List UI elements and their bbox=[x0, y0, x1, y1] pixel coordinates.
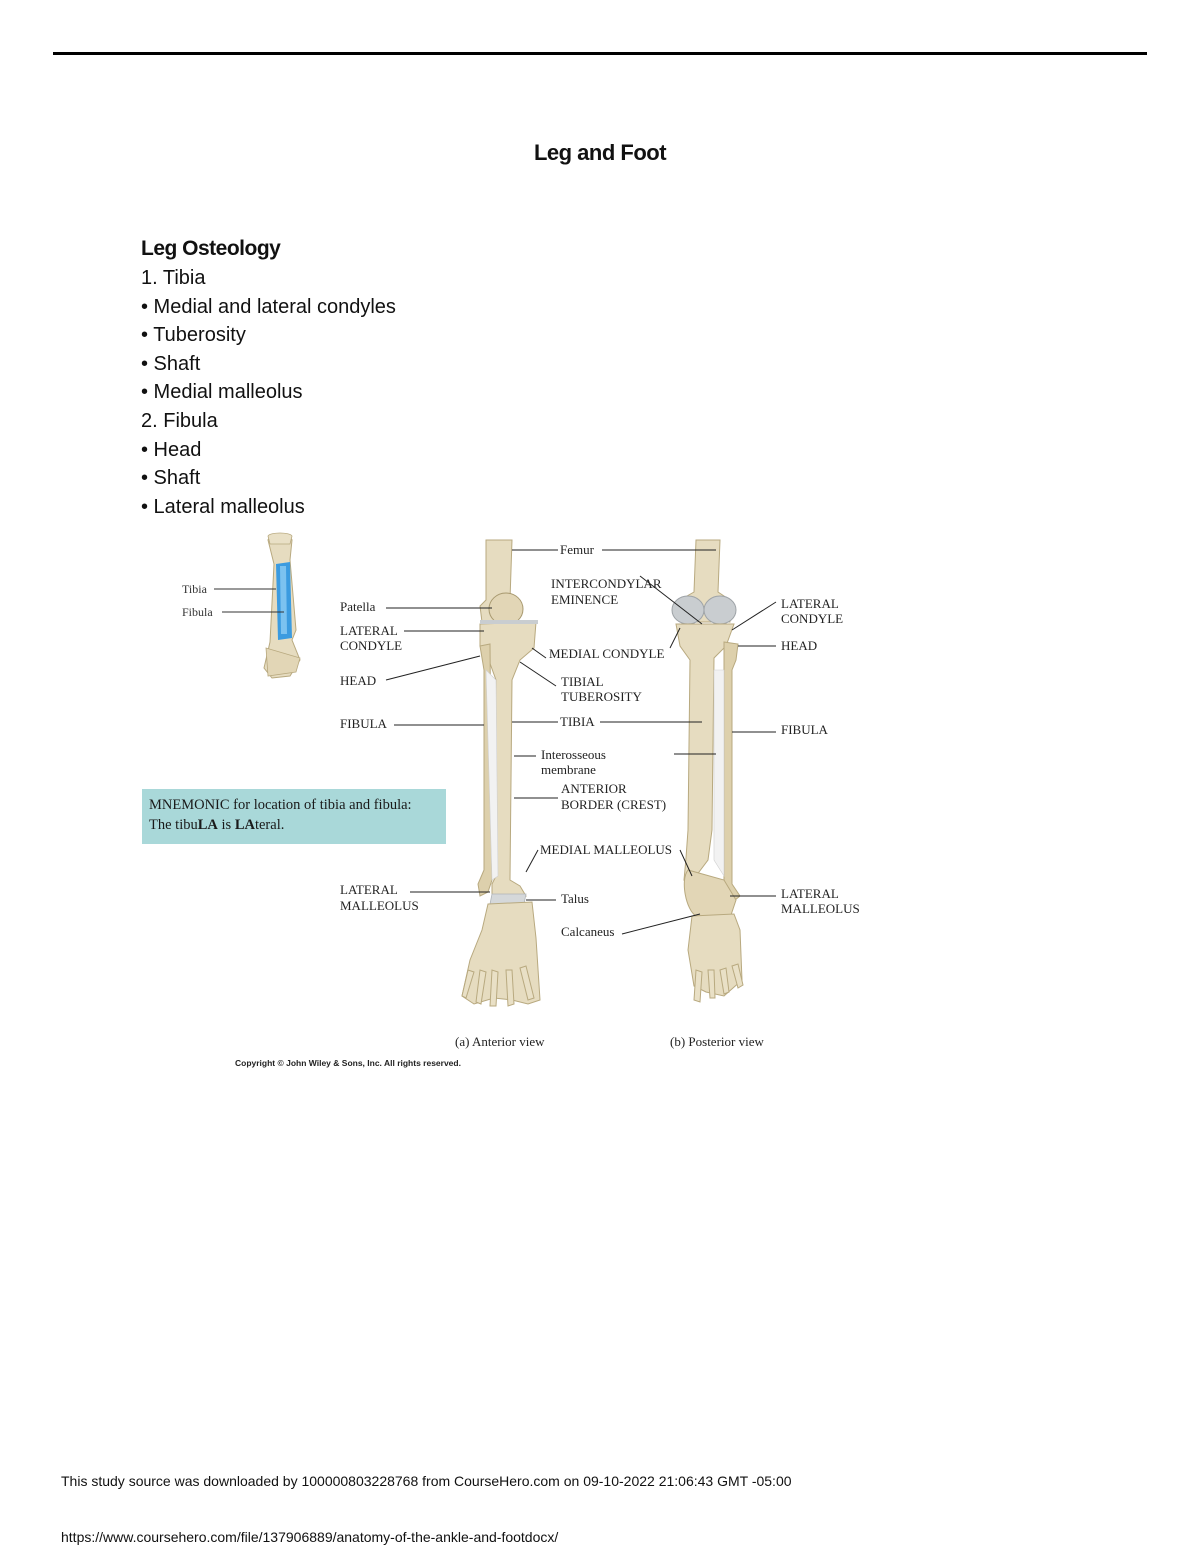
tibia-label: TIBIA bbox=[560, 714, 595, 729]
tibial-tuberosity-label: TUBEROSITY bbox=[561, 689, 643, 704]
mnemonic-text: The tibu bbox=[149, 817, 198, 833]
mnemonic-box: MNEMONIC for location of tibia and fibul… bbox=[142, 789, 446, 844]
leg-bones-figure: Tibia Fibula bbox=[140, 530, 880, 1080]
femur-label: Femur bbox=[560, 542, 595, 557]
download-source-line: This study source was downloaded by 1000… bbox=[61, 1473, 792, 1489]
copyright-notice: Copyright © John Wiley & Sons, Inc. All … bbox=[235, 1058, 461, 1068]
mnemonic-emphasis: LA bbox=[234, 817, 255, 833]
lateral-condyle-label: LATERAL bbox=[340, 623, 398, 638]
source-url[interactable]: https://www.coursehero.com/file/13790688… bbox=[61, 1529, 559, 1545]
tibial-tuberosity-label: TIBIAL bbox=[561, 674, 604, 689]
top-rule bbox=[53, 52, 1147, 55]
mnemonic-line-2: The tibuLA is LAteral. bbox=[149, 815, 439, 835]
lateral-malleolus-label: LATERAL bbox=[340, 882, 398, 897]
list-item: • Tuberosity bbox=[141, 324, 246, 347]
intercondylar-eminence-label: EMINENCE bbox=[551, 592, 618, 607]
interosseous-membrane-label: membrane bbox=[541, 762, 596, 777]
posterior-lateral-malleolus-label: LATERAL bbox=[781, 886, 839, 901]
list-item: • Shaft bbox=[141, 467, 201, 490]
mnemonic-emphasis: LA bbox=[197, 817, 218, 833]
lateral-malleolus-label: MALLEOLUS bbox=[340, 898, 419, 913]
posterior-view-caption: (b) Posterior view bbox=[670, 1034, 764, 1049]
medial-condyle-label: MEDIAL CONDYLE bbox=[549, 646, 664, 661]
list-item: 1. Tibia bbox=[141, 267, 206, 289]
leader-lines bbox=[385, 549, 777, 935]
inset-fibula-label: Fibula bbox=[182, 605, 213, 619]
posterior-lateral-malleolus-label: MALLEOLUS bbox=[781, 901, 860, 916]
posterior-lateral-condyle-label: CONDYLE bbox=[781, 611, 843, 626]
list-item: • Medial malleolus bbox=[141, 381, 303, 404]
intercondylar-eminence-label: INTERCONDYLAR bbox=[551, 576, 662, 591]
list-item: 2. Fibula bbox=[141, 409, 218, 432]
posterior-lateral-condyle-label: LATERAL bbox=[781, 596, 839, 611]
page-title: Leg and Foot bbox=[533, 140, 667, 165]
anatomy-illustration: Tibia Fibula bbox=[182, 532, 860, 1049]
head-label: HEAD bbox=[340, 673, 376, 688]
posterior-head-label: HEAD bbox=[781, 638, 817, 653]
list-item: • Lateral malleolus bbox=[141, 495, 305, 518]
calcaneus-label: Calcaneus bbox=[561, 924, 614, 939]
posterior-fibula-label: FIBULA bbox=[781, 722, 829, 737]
posterior-leg-bones bbox=[671, 539, 744, 1003]
leg-osteology-outline: Leg Osteology 1. Tibia • Medial and late… bbox=[141, 234, 396, 521]
mnemonic-line-1: MNEMONIC for location of tibia and fibul… bbox=[149, 797, 412, 813]
anterior-border-label: BORDER (CREST) bbox=[561, 797, 666, 812]
section-heading: Leg Osteology bbox=[141, 237, 281, 260]
patella-label: Patella bbox=[340, 599, 376, 614]
list-item: • Shaft bbox=[141, 352, 201, 375]
list-item: • Head bbox=[141, 438, 202, 461]
mnemonic-text: is bbox=[217, 817, 235, 833]
talus-label: Talus bbox=[561, 891, 589, 906]
anterior-leg-bones bbox=[461, 539, 541, 1007]
anterior-border-label: ANTERIOR bbox=[561, 781, 627, 796]
interosseous-membrane-label: Interosseous bbox=[541, 747, 606, 762]
lateral-condyle-label: CONDYLE bbox=[340, 638, 402, 653]
medial-malleolus-label: MEDIAL MALLEOLUS bbox=[540, 842, 672, 857]
mnemonic-text: teral. bbox=[254, 817, 285, 833]
list-item: • Medial and lateral condyles bbox=[141, 295, 396, 318]
anterior-view-caption: (a) Anterior view bbox=[455, 1034, 545, 1049]
inset-tibia-label: Tibia bbox=[182, 582, 208, 596]
fibula-label: FIBULA bbox=[340, 716, 388, 731]
inset-leg-thumbnail bbox=[214, 532, 301, 679]
